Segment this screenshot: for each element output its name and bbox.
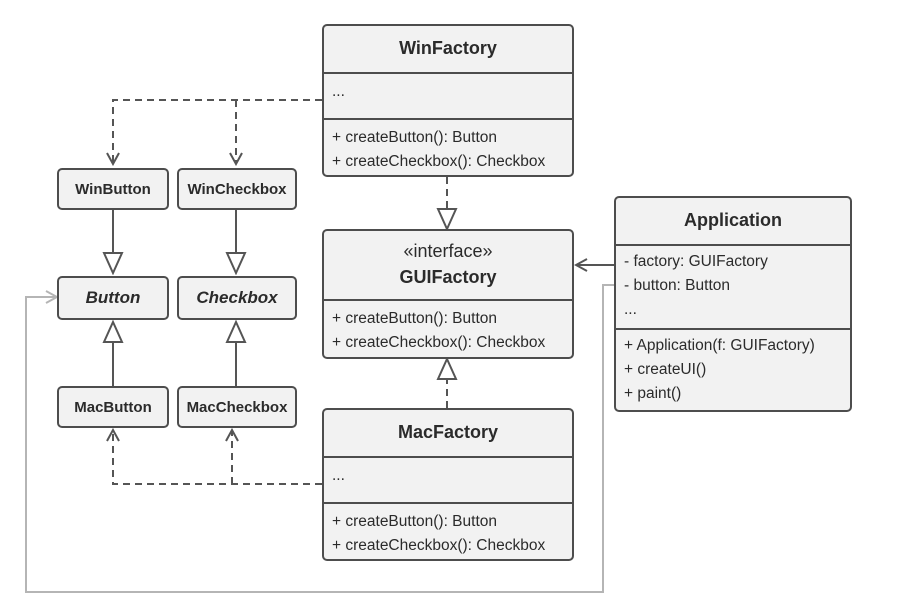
edge-winfactory-creates-winbutton xyxy=(113,99,322,164)
method-line: + paint() xyxy=(624,385,682,402)
winbutton-class: WinButton xyxy=(57,168,169,210)
wincheckbox-class: WinCheckbox xyxy=(177,168,297,210)
macfactory-title: MacFactory xyxy=(397,422,499,442)
maccheckbox-class: MacCheckbox xyxy=(177,386,297,428)
guifactory-name: GUIFactory xyxy=(399,267,497,287)
guifactory-interface: «interface» GUIFactory + createButton():… xyxy=(322,229,574,359)
method-line: + createCheckbox(): Checkbox xyxy=(332,537,546,554)
application-title: Application xyxy=(684,210,782,230)
method-line: + createButton(): Button xyxy=(332,310,497,327)
method-line: + createCheckbox(): Checkbox xyxy=(332,334,546,351)
application-fields: - factory: GUIFactory - button: Button .… xyxy=(616,244,850,328)
field-line: ... xyxy=(624,301,637,318)
field-line: ... xyxy=(332,83,345,100)
interface-stereotype: «interface» xyxy=(403,241,493,261)
macfactory-class: MacFactory ... + createButton(): Button … xyxy=(322,408,574,561)
winfactory-methods: + createButton(): Button + createCheckbo… xyxy=(324,118,572,175)
winfactory-title: WinFactory xyxy=(399,38,497,58)
edge-application-to-button xyxy=(25,284,614,593)
macfactory-fields: ... xyxy=(324,456,572,502)
application-class: Application - factory: GUIFactory - butt… xyxy=(614,196,852,412)
checkbox-interface: Checkbox xyxy=(177,276,297,320)
macbutton-class: MacButton xyxy=(57,386,169,428)
macfactory-methods: + createButton(): Button + createCheckbo… xyxy=(324,502,572,559)
guifactory-methods: + createButton(): Button + createCheckbo… xyxy=(324,299,572,357)
winfactory-class: WinFactory ... + createButton(): Button … xyxy=(322,24,574,177)
guifactory-title: «interface» GUIFactory xyxy=(324,231,572,299)
edge-macfactory-creates-macbutton xyxy=(113,430,322,485)
application-methods: + Application(f: GUIFactory) + createUI(… xyxy=(616,328,850,410)
button-interface: Button xyxy=(57,276,169,320)
field-line: ... xyxy=(332,467,345,484)
method-line: + createUI() xyxy=(624,361,707,378)
winfactory-fields: ... xyxy=(324,72,572,118)
method-line: + Application(f: GUIFactory) xyxy=(624,337,815,354)
field-line: - factory: GUIFactory xyxy=(624,253,768,270)
field-line: - button: Button xyxy=(624,277,730,294)
method-line: + createCheckbox(): Checkbox xyxy=(332,153,546,170)
method-line: + createButton(): Button xyxy=(332,513,497,530)
method-line: + createButton(): Button xyxy=(332,129,497,146)
